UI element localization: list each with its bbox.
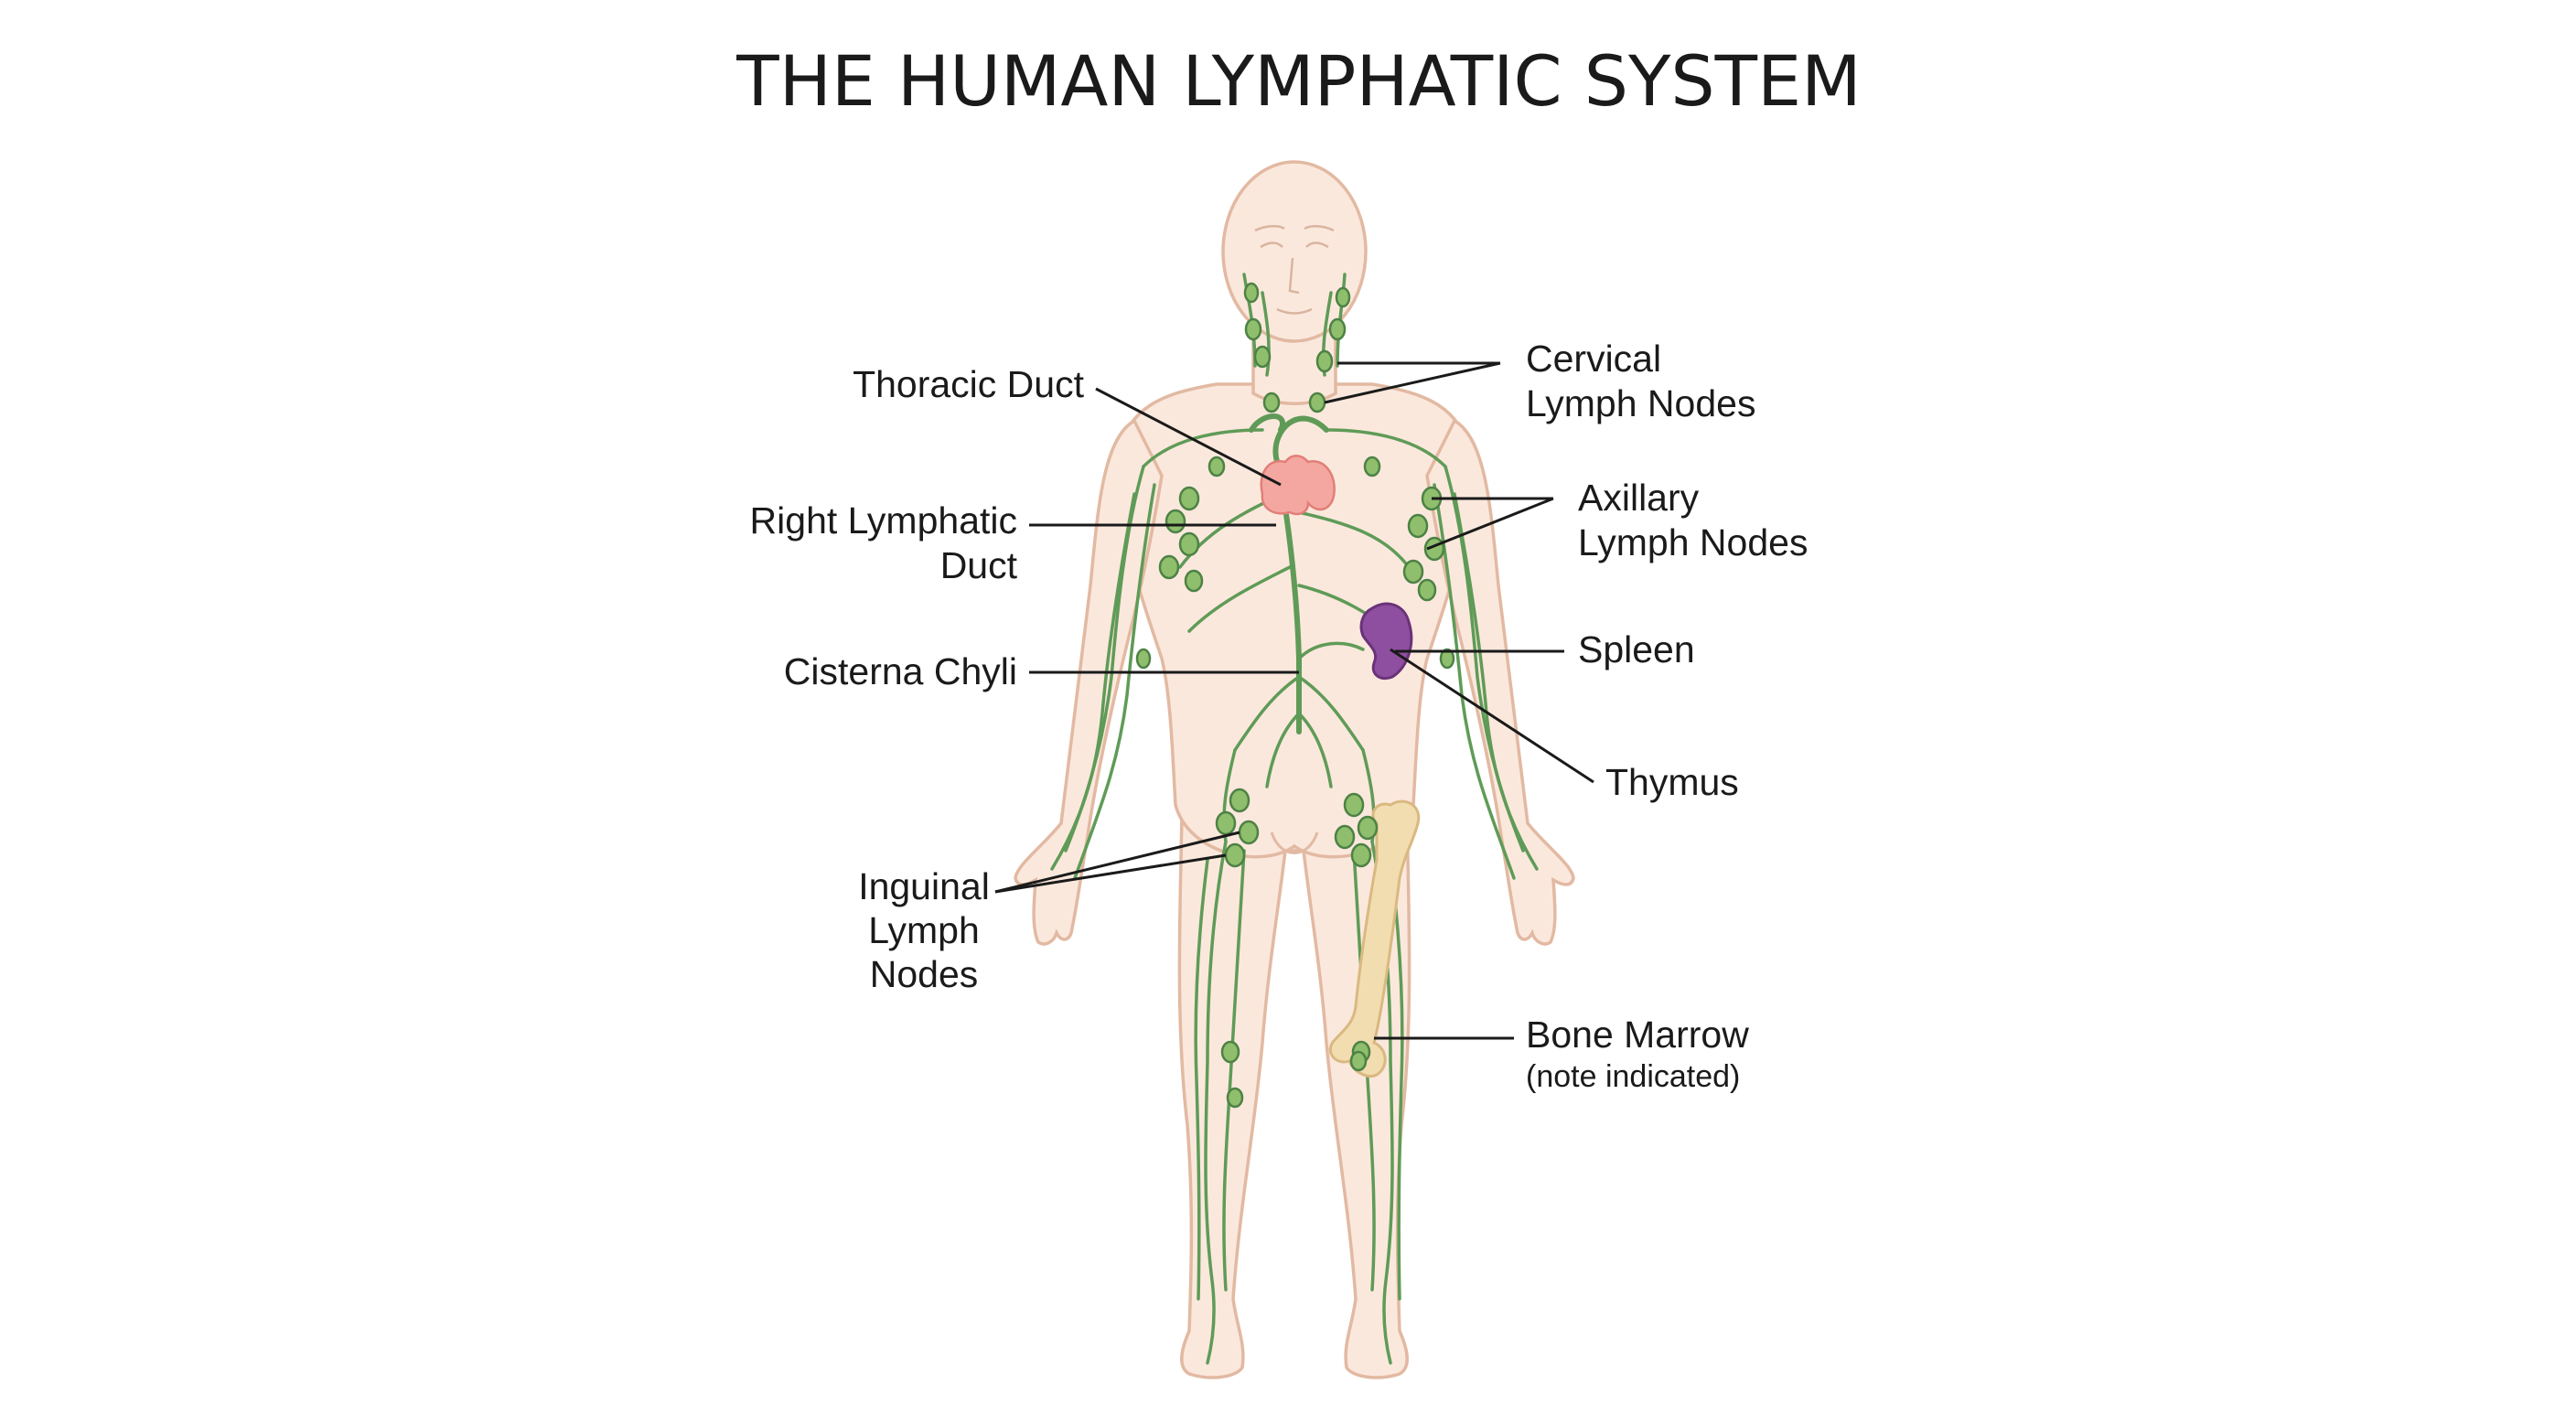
label-spleen: Spleen: [1578, 628, 1695, 670]
label-axillary-line1: Axillary: [1578, 477, 1700, 519]
label-inguinal-line1: Inguinal: [858, 865, 990, 907]
diagram-title: THE HUMAN LYMPHATIC SYSTEM: [735, 40, 1861, 122]
label-cervical-line1: Cervical: [1526, 338, 1661, 380]
thymus-organ: [1261, 456, 1335, 514]
label-bone-marrow: Bone Marrow: [1526, 1014, 1749, 1056]
label-inguinal-line3: Nodes: [870, 953, 979, 995]
label-thoracic-duct: Thoracic Duct: [853, 363, 1085, 405]
label-inguinal-line2: Lymph: [868, 909, 980, 951]
human-body-outline: [1015, 162, 1573, 1378]
label-cervical-line2: Lymph Nodes: [1526, 382, 1755, 424]
label-right-lymphatic-line2: Duct: [940, 544, 1018, 586]
label-bone-marrow-note: (note indicated): [1526, 1059, 1740, 1094]
label-axillary-line2: Lymph Nodes: [1578, 521, 1808, 563]
label-right-lymphatic-line1: Right Lymphatic: [750, 499, 1017, 542]
label-cisterna-chyli: Cisterna Chyli: [784, 650, 1017, 692]
label-thymus: Thymus: [1605, 761, 1739, 803]
